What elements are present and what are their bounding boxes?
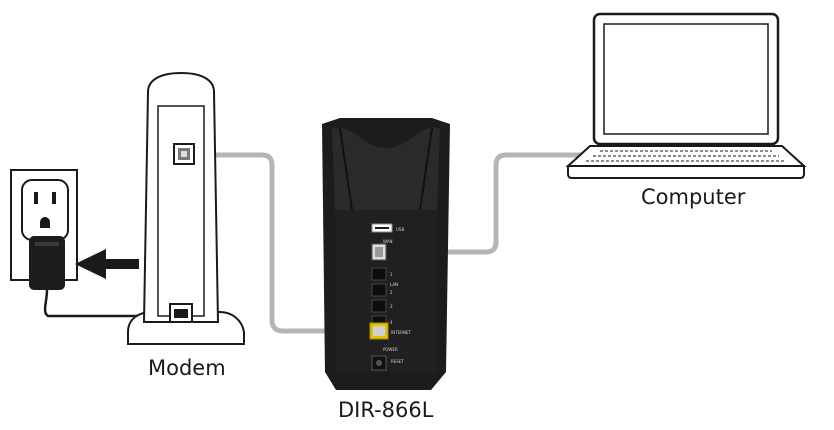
arrow-left-icon	[75, 249, 139, 279]
modem-label: Modem	[148, 356, 226, 380]
ethernet-port-icon	[173, 143, 195, 165]
lan-port-number: 1	[390, 272, 393, 277]
router-device: USB WAN 1 LAN 2 3 4 INTERNET POWER RESET	[322, 118, 450, 390]
wan-port-label: WAN	[383, 239, 392, 244]
laptop-icon	[565, 12, 807, 179]
usb-port-label: USB	[396, 227, 404, 232]
power-adapter-icon	[29, 236, 178, 318]
router-label: DIR-866L	[338, 398, 434, 422]
ethernet-cable-modem-router	[183, 152, 375, 334]
reset-button-label: RESET	[391, 359, 404, 364]
modem-device	[127, 71, 245, 345]
lan-port-label: LAN	[390, 282, 398, 287]
lan-port-number: 2	[390, 290, 393, 295]
internet-port-label: INTERNET	[391, 330, 411, 335]
power-port-label: POWER	[383, 347, 398, 352]
computer-label: Computer	[641, 185, 746, 209]
lan-port-number: 4	[390, 320, 393, 325]
lan-port-number: 3	[390, 304, 393, 309]
ethernet-cable-router-computer	[377, 152, 593, 255]
